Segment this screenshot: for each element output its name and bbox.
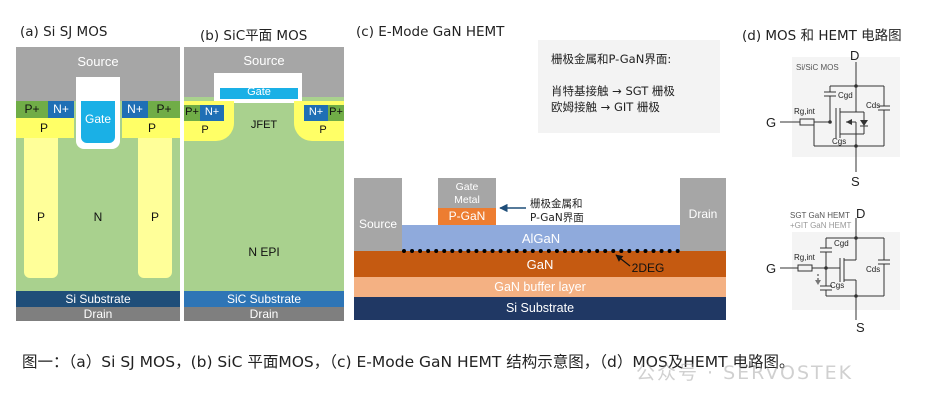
- panel-b-drain: [184, 307, 344, 321]
- panel-a-n-plus-right: [122, 101, 148, 118]
- panel-b-p-body-left-label: P: [201, 124, 209, 136]
- panel-a-p-body-left: [16, 118, 74, 138]
- panel-c-drain-metal: [680, 178, 726, 251]
- panel-d-top-s: S: [851, 174, 860, 188]
- panel-b-source-label: Source: [243, 53, 285, 68]
- panel-c-p-gan-label: P-GaN: [448, 209, 486, 223]
- panel-c-algan: [402, 225, 680, 251]
- panel-b-n-epi-label: N EPI: [248, 245, 280, 259]
- panel-d-bottom-circuit: SGT GaN HEMT +GIT GaN HEMT D G S Rg,int …: [766, 206, 890, 335]
- note-box-line-1: 肖特基接触 → SGT 栅极: [551, 84, 675, 98]
- panel-b-device: Source Gate P+ N+ P N+ P+ P JFET N EPI S…: [184, 47, 344, 321]
- panel-a-p-pillar-left-label: P: [36, 210, 45, 224]
- panel-a-n-plus-right-label: N+: [127, 102, 143, 116]
- panel-b-n-plus-right-label: N+: [308, 106, 324, 118]
- panel-a-p-plus-left: [16, 101, 48, 118]
- panel-a-p-pillar-right-label: P: [150, 210, 159, 224]
- panel-a-n-plus-left-label: N+: [53, 102, 69, 116]
- panel-a-p-body-right: [122, 118, 180, 138]
- panel-d-bottom-rg: Rg,int: [794, 253, 816, 262]
- figure-caption: 图一：（a）Si SJ MOS，(b) SiC 平面MOS，（c) E-Mode…: [22, 353, 795, 371]
- panel-a-drain: [16, 307, 180, 321]
- panel-b-gate: [220, 88, 298, 99]
- panel-b-substrate-label: SiC Substrate: [226, 292, 302, 306]
- panel-c-gate-metal: [438, 178, 496, 208]
- panel-c-gate-metal-label-2: Metal: [454, 194, 480, 206]
- panel-a-p-body-left-label: P: [39, 121, 48, 135]
- panel-b-title: (b) SiC平面 MOS: [200, 28, 308, 44]
- panel-a-n-label: N: [93, 210, 103, 224]
- panel-a-substrate-label: Si Substrate: [65, 292, 131, 306]
- panel-c-substrate: [354, 297, 726, 320]
- panel-c-2deg-line: [402, 249, 680, 253]
- panel-d-top-circuit: Si/SiC MOS D G S Rg,int Cgd Cds Cgs: [766, 48, 890, 188]
- panel-c-title: (c) E-Mode GaN HEMT: [356, 24, 505, 40]
- panel-a-p-plus-right: [148, 101, 180, 118]
- panel-b-p-plus-right-label: P+: [329, 106, 343, 118]
- panel-d-top-rg: Rg,int: [794, 107, 816, 116]
- panel-c-source-label: Source: [358, 217, 398, 231]
- panel-d-bottom-g: G: [766, 261, 776, 276]
- panel-a-title: (a) Si SJ MOS: [20, 24, 108, 40]
- panel-c-interface-note-2: P-GaN界面: [530, 212, 584, 224]
- watermark: 公众号 · SERVOSTEK: [636, 362, 854, 384]
- panel-c-p-gan: [438, 208, 496, 225]
- note-box-heading: 栅极金属和P-GaN界面:: [551, 52, 672, 66]
- panel-d-bottom-cds: Cds: [866, 265, 880, 274]
- panel-a-gate: [81, 101, 115, 143]
- panel-b-drain-label: Drain: [249, 307, 279, 321]
- panel-d-bottom-cgd: Cgd: [834, 239, 849, 248]
- panel-d-top-label: Si/SiC MOS: [796, 63, 839, 72]
- panel-c-gan: [354, 251, 726, 277]
- panel-a-gate-label: Gate: [84, 112, 111, 126]
- panel-c-gate-metal-label-1: Gate: [455, 181, 479, 193]
- panel-a-p-plus-right-label: P+: [156, 102, 172, 116]
- panel-d-bottom-d: D: [856, 206, 865, 221]
- panel-b-p-plus-right: [328, 105, 344, 121]
- panel-d-bottom-label-2: +GIT GaN HEMT: [790, 221, 852, 230]
- panel-c-source-metal: [354, 178, 402, 251]
- panel-b-n-plus-right: [304, 105, 328, 121]
- panel-b-n-plus-left-label: N+: [204, 106, 220, 118]
- panel-c-2deg-arrow: [615, 254, 631, 267]
- panel-d-title: (d) MOS 和 HEMT 电路图: [742, 28, 902, 44]
- panel-a-substrate: [16, 291, 180, 307]
- panel-a-n-plus-left: [48, 101, 74, 118]
- panel-c-arrows: [499, 203, 631, 267]
- panel-c-substrate-label: Si Substrate: [505, 301, 575, 315]
- panel-d-top-g: G: [766, 115, 776, 130]
- panel-b-p-body-right-label: P: [319, 124, 327, 136]
- panel-d-top-bg: [792, 57, 900, 157]
- panel-d-top-cgd: Cgd: [838, 91, 853, 100]
- panel-a-p-pillar-left: [24, 138, 58, 278]
- panel-c-buffer-label: GaN buffer layer: [494, 280, 586, 294]
- panel-b-n-plus-left: [200, 105, 224, 121]
- panel-d-top-d: D: [850, 48, 859, 63]
- panel-c-drain-label: Drain: [688, 207, 718, 221]
- panel-a-device: Source P+ N+ N+ P+ P P P P Gate N Si Sub…: [16, 47, 180, 321]
- panel-c-gan-label: GaN: [526, 257, 554, 272]
- panel-a-p-plus-left-label: P+: [24, 102, 40, 116]
- panel-b-jfet-label: JFET: [250, 119, 278, 131]
- panel-a-source-label: Source: [77, 54, 119, 69]
- panel-d-bottom-s: S: [856, 320, 865, 335]
- panel-d-bottom-label-1: SGT GaN HEMT: [790, 211, 850, 220]
- panel-a-drain-label: Drain: [83, 307, 113, 321]
- panel-b-gate-label: Gate: [247, 86, 271, 98]
- panel-b-p-plus-left: [184, 105, 200, 121]
- panel-d-bottom-cgs: Cgs: [830, 281, 844, 290]
- panel-c-buffer: [354, 277, 726, 297]
- panel-a-p-body-right-label: P: [147, 121, 156, 135]
- panel-a-p-pillar-right: [138, 138, 172, 278]
- panel-d-top-cds: Cds: [866, 101, 880, 110]
- panel-c-device: Si Substrate GaN buffer layer GaN Source…: [354, 178, 726, 320]
- panel-d-top-cgs: Cgs: [832, 137, 846, 146]
- gate-interface-note-box: 栅极金属和P-GaN界面: 肖特基接触 → SGT 栅极 欧姆接触 → GIT …: [538, 40, 720, 133]
- panel-c-algan-label: AlGaN: [521, 231, 561, 246]
- note-box-line-2: 欧姆接触 → GIT 栅极: [551, 100, 660, 114]
- panel-b-p-plus-left-label: P+: [185, 106, 199, 118]
- panel-c-interface-note-1: 栅极金属和: [530, 198, 583, 210]
- panel-b-substrate: [184, 291, 344, 307]
- panel-c-2deg-label: 2DEG: [631, 261, 665, 275]
